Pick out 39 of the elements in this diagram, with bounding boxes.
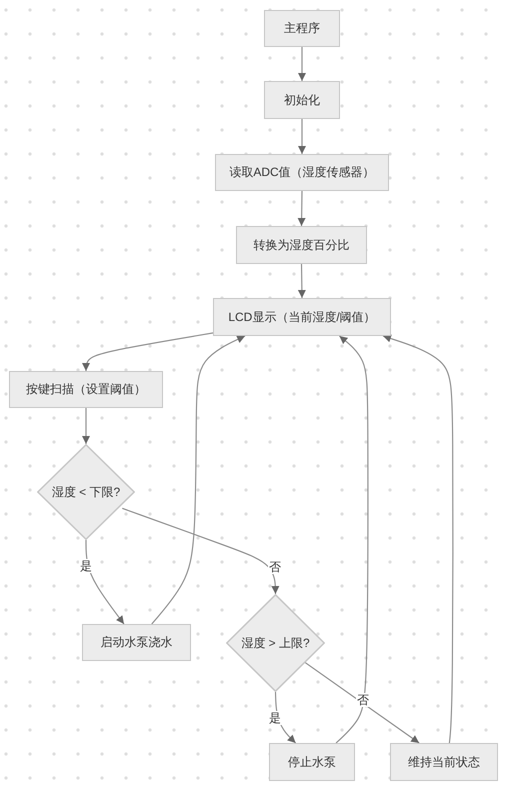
arrow (85, 540, 124, 624)
process-box (215, 154, 389, 191)
edge-label: 是 (79, 559, 93, 573)
decision-label: 湿度 > 上限? (241, 636, 310, 650)
process-label: 按键扫描（设置阈值） (26, 382, 146, 397)
process-label: 维持当前状态 (408, 754, 480, 770)
arrow (336, 336, 368, 744)
process-label: 读取ADC值（湿度传感器） (229, 165, 375, 180)
process-box (269, 743, 355, 781)
arrow (304, 662, 420, 744)
process-box (9, 371, 163, 408)
process-label: 停止水泵 (288, 754, 336, 770)
arrow (274, 692, 296, 744)
decision-label: 湿度 < 下限? (52, 484, 120, 500)
arrow (298, 119, 306, 154)
process-box (213, 298, 391, 336)
arrow (82, 408, 90, 444)
arrow (298, 47, 306, 81)
process-label: 转换为湿度百分比 (254, 238, 350, 252)
process-box (82, 624, 191, 661)
process-label: 初始化 (284, 92, 320, 108)
process-label: 启动水泵浇水 (100, 635, 172, 650)
process-box (264, 81, 340, 119)
arrow (151, 336, 246, 624)
process-box (390, 743, 498, 781)
edge-label: 是 (268, 711, 282, 725)
arrow (122, 508, 280, 594)
process-box (236, 226, 367, 264)
edge-label: 否 (268, 560, 282, 574)
process-label: LCD显示（当前湿度/阈值） (228, 310, 376, 324)
arrow (298, 264, 306, 298)
process-box (264, 10, 340, 47)
decision-diamond (37, 444, 135, 540)
arrow (82, 332, 214, 371)
process-label: 主程序 (284, 21, 320, 36)
arrow (298, 191, 306, 226)
arrow (382, 334, 454, 744)
edge-label: 否 (356, 693, 370, 707)
decision-diamond (226, 594, 325, 692)
